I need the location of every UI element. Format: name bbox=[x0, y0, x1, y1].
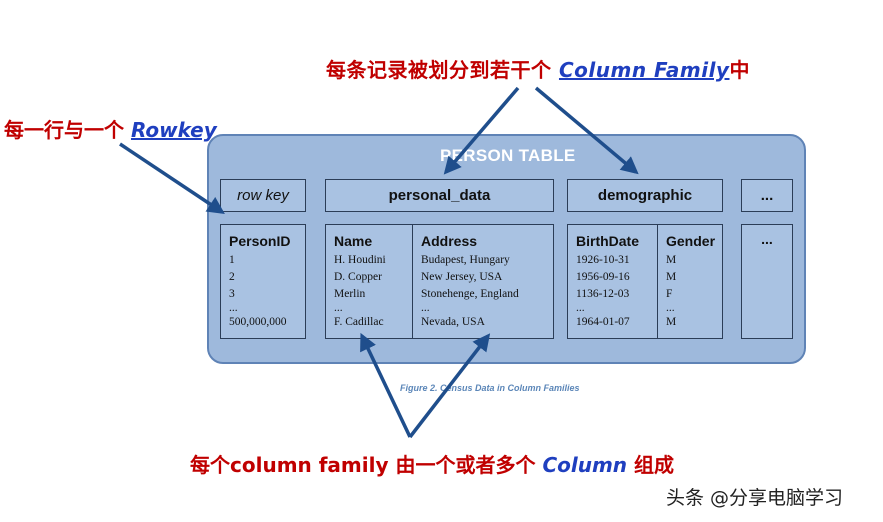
arrow-to-rowkey bbox=[119, 142, 225, 214]
address-column: Address Budapest, Hungary New Jersey, US… bbox=[413, 225, 553, 338]
header-demographic: demographic bbox=[567, 179, 723, 212]
personid-header: PersonID bbox=[229, 233, 291, 249]
table-cell: 1964-01-07 bbox=[576, 316, 630, 328]
annotation-rowkey: 每一行与一个 Rowkey bbox=[4, 114, 217, 143]
table-cell: Nevada, USA bbox=[421, 316, 485, 328]
rowkey-column-box: PersonID 1 2 3 ... 500,000,000 bbox=[220, 224, 306, 339]
table-cell: New Jersey, USA bbox=[421, 271, 503, 283]
table-cell: ... bbox=[666, 302, 675, 314]
table-cell: F bbox=[666, 288, 673, 300]
table-cell: Stonehenge, England bbox=[421, 288, 519, 300]
table-cell: Merlin bbox=[334, 288, 366, 300]
table-cell: 2 bbox=[229, 271, 235, 283]
table-title: PERSON TABLE bbox=[440, 146, 576, 165]
table-cell: ... bbox=[334, 302, 343, 314]
header-row-key: row key bbox=[220, 179, 306, 212]
table-cell: 1 bbox=[229, 254, 235, 266]
table-cell: Budapest, Hungary bbox=[421, 254, 510, 266]
annotation-column-family: 每条记录被划分到若干个 Column Family中 bbox=[326, 54, 750, 83]
table-cell: M bbox=[666, 254, 677, 266]
annotation-left-prefix: 每一行与一个 bbox=[4, 118, 131, 142]
extra-column-box: ... bbox=[741, 224, 793, 339]
column-divider bbox=[412, 225, 413, 338]
gender-header: Gender bbox=[666, 233, 716, 249]
figure-caption: Figure 2. Census Data in Column Families bbox=[400, 383, 580, 393]
table-cell: F. Cadillac bbox=[334, 316, 384, 328]
name-column: Name H. Houdini D. Copper Merlin ... F. … bbox=[326, 225, 413, 338]
table-cell: 1136-12-03 bbox=[576, 288, 630, 300]
name-header: Name bbox=[334, 233, 373, 249]
table-cell: 1926-10-31 bbox=[576, 254, 630, 266]
column-family-keyword: Column Family bbox=[558, 58, 730, 82]
demographic-box: BirthDate 1926-10-31 1956-09-16 1136-12-… bbox=[567, 224, 723, 339]
table-cell: 1956-09-16 bbox=[576, 271, 630, 283]
arrow-to-name-column bbox=[360, 332, 412, 438]
gender-column: Gender M M F ... M bbox=[658, 225, 722, 338]
arrow-to-address-column bbox=[408, 333, 491, 439]
header-ellipsis: ... bbox=[741, 179, 793, 212]
table-cell: 500,000,000 bbox=[229, 316, 287, 328]
annotation-bottom-prefix: 每个column family 由一个或者多个 bbox=[190, 453, 543, 477]
table-cell: H. Houdini bbox=[334, 254, 386, 266]
annotation-top-prefix: 每条记录被划分到若干个 bbox=[326, 58, 559, 82]
arrow-to-demographic bbox=[534, 86, 639, 175]
annotation-column: 每个column family 由一个或者多个 Column 组成 bbox=[190, 449, 674, 478]
watermark: 头条 @分享电脑学习 bbox=[666, 487, 844, 509]
birthdate-column: BirthDate 1926-10-31 1956-09-16 1136-12-… bbox=[568, 225, 658, 338]
personal-data-box: Name H. Houdini D. Copper Merlin ... F. … bbox=[325, 224, 554, 339]
table-cell: 3 bbox=[229, 288, 235, 300]
table-cell: ... bbox=[229, 302, 238, 314]
column-divider bbox=[657, 225, 658, 338]
arrow-to-personal-data bbox=[443, 86, 520, 175]
table-cell: ... bbox=[421, 302, 430, 314]
table-cell: ... bbox=[576, 302, 585, 314]
annotation-top-suffix: 中 bbox=[729, 58, 750, 82]
birthdate-header: BirthDate bbox=[576, 233, 640, 249]
extra-ellipsis: ... bbox=[761, 231, 773, 247]
rowkey-keyword: Rowkey bbox=[130, 118, 217, 142]
table-cell: M bbox=[666, 316, 677, 328]
annotation-bottom-suffix: 组成 bbox=[627, 453, 675, 477]
table-cell: D. Copper bbox=[334, 271, 382, 283]
header-personal-data: personal_data bbox=[325, 179, 554, 212]
personid-column: PersonID 1 2 3 ... 500,000,000 bbox=[221, 225, 307, 338]
table-cell: M bbox=[666, 271, 677, 283]
column-keyword: Column bbox=[542, 453, 628, 477]
address-header: Address bbox=[421, 233, 478, 249]
